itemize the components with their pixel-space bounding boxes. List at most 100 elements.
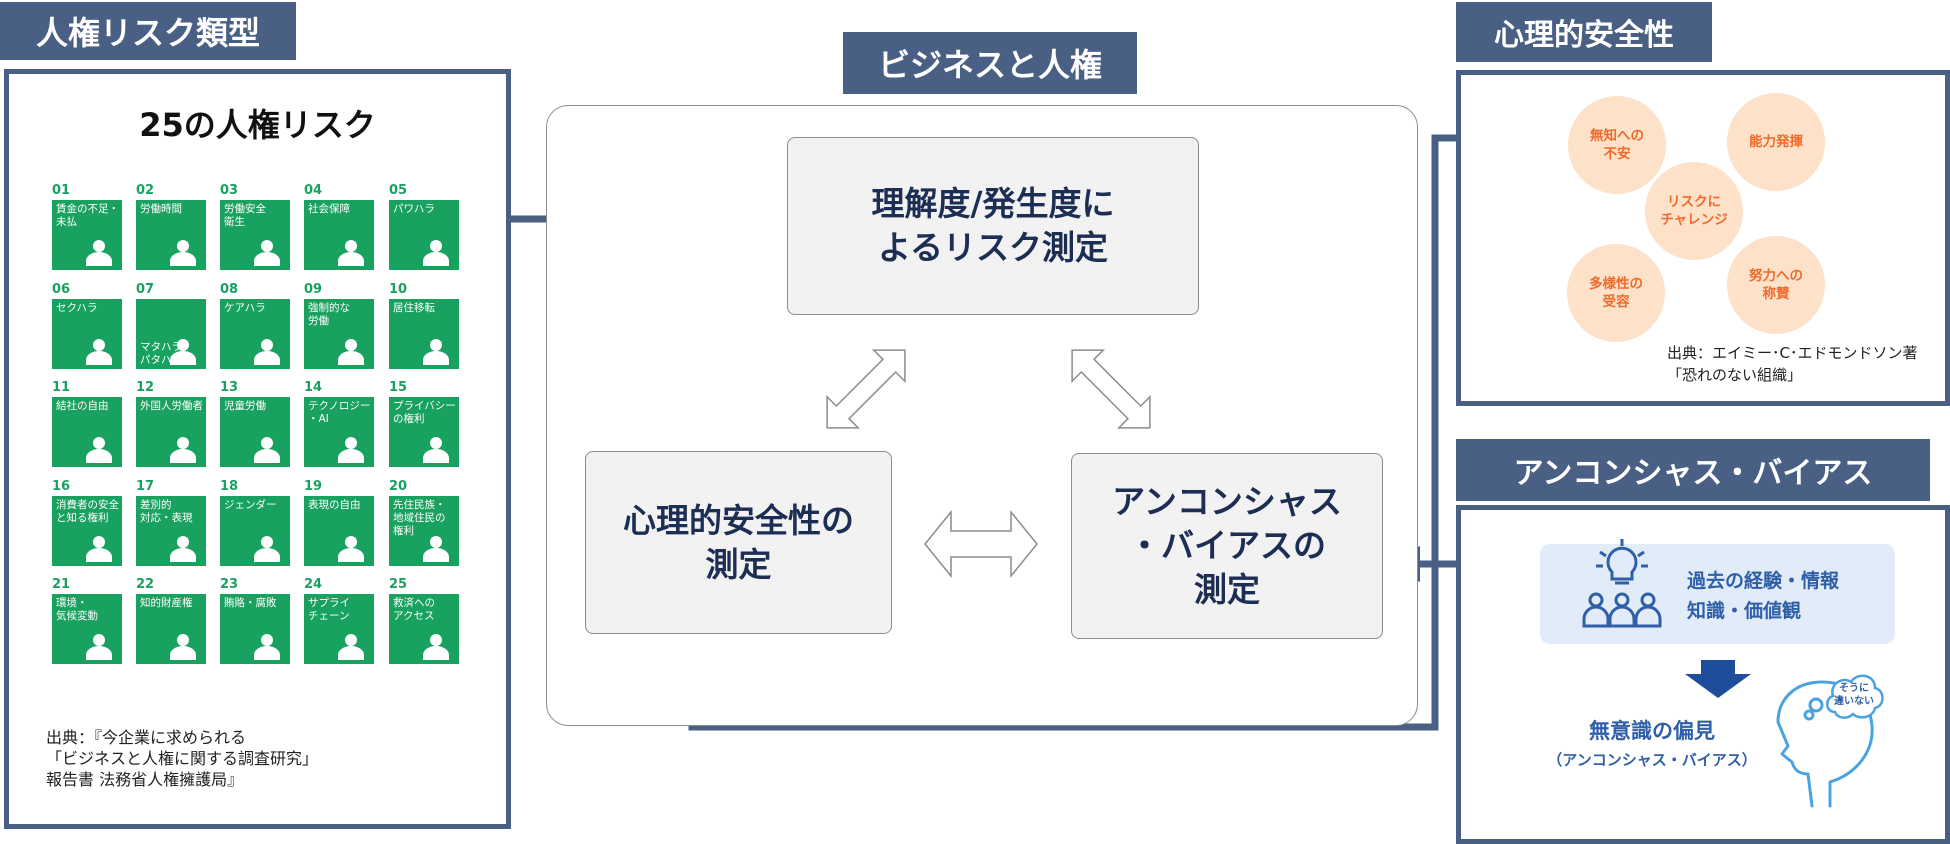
risk-pictogram-icon xyxy=(423,536,449,562)
risk-tile-label: 労働安全 衛生 xyxy=(224,203,266,228)
risk-title: 25の人権リスク xyxy=(139,106,376,144)
bubble-line: 不安 xyxy=(1603,146,1631,162)
risk-pictogram-icon xyxy=(423,339,449,365)
risk-tile-number: 10 xyxy=(389,282,408,297)
tag-psych-safety: 心理的安全性 xyxy=(1456,2,1712,62)
risk-tile-number: 02 xyxy=(136,183,155,198)
risk-tile-number: 07 xyxy=(136,282,155,297)
risk-pictogram-icon xyxy=(170,634,196,660)
result-line-sub: （アンコンシャス・バイアス） xyxy=(1547,751,1757,769)
bubble-challenge-risk: リスクにチャレンジ xyxy=(1645,162,1743,260)
bubble-line: リスクに xyxy=(1667,194,1721,210)
risk-tile: 先住民族・ 地域住民の 権利 xyxy=(389,496,459,566)
risk-tile-number: 13 xyxy=(220,380,239,395)
risk-tile-label: 児童労働 xyxy=(224,400,266,412)
risk-tile-label: ジェンダー xyxy=(224,499,277,511)
head-thinking-icon xyxy=(1776,680,1874,808)
risk-pictogram-icon xyxy=(338,634,364,660)
risk-tile-number: 12 xyxy=(136,380,155,395)
bubble-ability: 能力発揮 xyxy=(1727,93,1825,191)
thought-cloud-icon xyxy=(1826,674,1884,719)
tag-business-human-rights: ビジネスと人権 xyxy=(843,32,1137,94)
risk-tile: 環境・ 気候変動 xyxy=(52,594,122,664)
bubble-fear-of-ignorance: 無知への不安 xyxy=(1568,96,1666,194)
risk-tile-label: 賄賂・腐敗 xyxy=(224,597,277,609)
risk-tile: ジェンダー xyxy=(220,496,290,566)
risk-tile-number: 24 xyxy=(304,577,323,592)
risk-pictogram-icon xyxy=(338,240,364,266)
bubble-line: 能力発揮 xyxy=(1749,134,1803,150)
left-source-line: 出典：『今企業に求められる xyxy=(46,728,247,747)
risk-tile-number: 17 xyxy=(136,479,155,494)
risk-tile-label: 先住民族・ 地域住民の 権利 xyxy=(393,499,446,537)
risk-tile: 差別的 対応・表現 xyxy=(136,496,206,566)
risk-tile-label: 賃金の不足・ 未払 xyxy=(56,203,119,228)
risk-tile-label: セクハラ xyxy=(56,302,98,314)
risk-tile-label: 環境・ 気候変動 xyxy=(56,597,98,622)
risk-tile-number: 25 xyxy=(389,577,408,592)
risk-tile: 賄賂・腐敗 xyxy=(220,594,290,664)
risk-pictogram-icon xyxy=(170,437,196,463)
risk-pictogram-icon xyxy=(423,240,449,266)
risk-tile-label: 消費者の安全 と知る権利 xyxy=(56,499,119,524)
risk-tile-label: パワハラ xyxy=(393,203,435,215)
double-arrow-horizontal-icon xyxy=(924,509,1038,579)
risk-tile-label: プライバシー の権利 xyxy=(393,400,456,425)
bubble-line: 努力への xyxy=(1749,268,1803,284)
risk-pictogram-icon xyxy=(86,437,112,463)
risk-tile: ケアハラ xyxy=(220,299,290,369)
risk-tile-number: 11 xyxy=(52,380,71,395)
risk-tile-number: 03 xyxy=(220,183,239,198)
tag-unconscious-bias: アンコンシャス・バイアス xyxy=(1456,439,1930,501)
psych-source-line: 「恐れのない組織」 xyxy=(1667,366,1803,384)
risk-pictogram-icon xyxy=(338,339,364,365)
risk-pictogram-icon xyxy=(254,339,280,365)
risk-tile-label: 外国人労働者 xyxy=(140,400,203,412)
box-risk-measurement: 理解度/発生度に よるリスク測定 xyxy=(787,137,1199,315)
box-line: 心理的安全性の xyxy=(623,500,854,540)
risk-pictogram-icon xyxy=(338,536,364,562)
thought-text: そうに 違いない xyxy=(1823,682,1885,708)
box-psych-safety-measurement: 心理的安全性の 測定 xyxy=(585,451,892,634)
risk-tile-number: 01 xyxy=(52,183,71,198)
risk-pictogram-icon xyxy=(86,339,112,365)
risk-tile-number: 14 xyxy=(304,380,323,395)
box-bias-measurement: アンコンシャス ・バイアスの 測定 xyxy=(1071,453,1383,639)
box-line: よるリスク測定 xyxy=(877,228,1108,267)
risk-tile-number: 21 xyxy=(52,577,71,592)
risk-tile: プライバシー の権利 xyxy=(389,397,459,467)
bubble-praise-effort: 努力への称賛 xyxy=(1727,236,1825,334)
risk-tile-number: 16 xyxy=(52,479,71,494)
risk-tile: 居住移転 xyxy=(389,299,459,369)
risk-tile-number: 15 xyxy=(389,380,408,395)
box-line: ・バイアスの xyxy=(1128,526,1326,565)
risk-tile-number: 06 xyxy=(52,282,71,297)
left-source-line: 「ビジネスと人権に関する調査研究」 xyxy=(46,749,319,768)
double-arrow-diag-left-icon xyxy=(826,349,906,429)
box-line: 理解度/発生度に xyxy=(871,184,1115,223)
result-text: 無意識の偏見 （アンコンシャス・バイアス） xyxy=(1532,716,1772,774)
risk-tile: 消費者の安全 と知る権利 xyxy=(52,496,122,566)
bubble-line: 受容 xyxy=(1602,294,1630,310)
risk-tile-number: 23 xyxy=(220,577,239,592)
thought-line: そうに xyxy=(1839,683,1869,694)
risk-tile-label: 社会保障 xyxy=(308,203,350,215)
risk-pictogram-icon xyxy=(254,536,280,562)
experience-line: 過去の経験・情報 xyxy=(1687,570,1840,592)
risk-pictogram-icon xyxy=(254,634,280,660)
risk-pictogram-icon xyxy=(423,437,449,463)
risk-tile-number: 20 xyxy=(389,479,408,494)
risk-pictogram-icon xyxy=(170,339,196,365)
left-source-line: 報告書 法務省人権擁護局』 xyxy=(46,770,244,789)
risk-tile-number: 04 xyxy=(304,183,323,198)
risk-tile: 表現の自由 xyxy=(304,496,374,566)
risk-tile: 救済への アクセス xyxy=(389,594,459,664)
risk-tile: テクノロジー ・AI xyxy=(304,397,374,467)
risk-tile-label: 知的財産権 xyxy=(140,597,193,609)
double-arrow-diag-right-icon xyxy=(1071,349,1151,429)
risk-tile: 結社の自由 xyxy=(52,397,122,467)
tag-human-rights-risk: 人権リスク類型 xyxy=(0,2,296,60)
risk-tile: セクハラ xyxy=(52,299,122,369)
risk-pictogram-icon xyxy=(170,240,196,266)
risk-tile-label: 強制的な 労働 xyxy=(308,302,350,327)
